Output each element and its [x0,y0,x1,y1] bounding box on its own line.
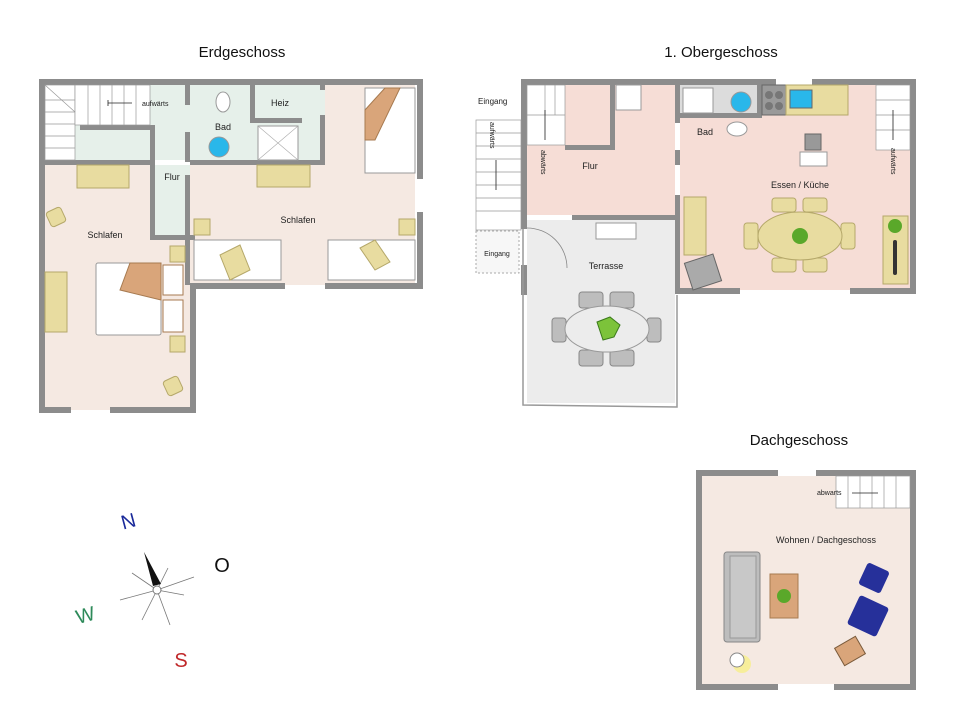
floor-lamp-icon [729,652,745,668]
entrance-door[interactable] [526,227,568,269]
bench [595,222,637,240]
plant-icon [777,589,791,603]
stairs-first-left [526,84,566,146]
compass-rose: N O S W [74,509,230,672]
stairs-outside [475,119,522,231]
cabinet [615,84,642,111]
compass-south: S [174,650,187,672]
bed-blanket [119,262,162,301]
dining-kitchen-label: Essen / Küche [771,180,829,190]
armchair [45,206,67,228]
armchair-blue [859,563,889,593]
wardrobe-left [44,271,68,333]
nightstand [169,245,186,263]
shower-icon [682,87,714,114]
kitchen-sink-icon [789,89,813,109]
washbasin-icon [730,91,752,113]
bedroom-left-label: Schlafen [87,230,122,240]
washbasin-icon [208,136,230,158]
stove-icon [761,84,787,116]
dresser-left [76,164,130,189]
plant-icon [792,228,808,244]
ground-floor-title: Erdgeschoss [199,44,286,61]
stairs-down-label: abwärts [539,150,546,175]
first-floor-title: 1. Obergeschoss [664,44,777,61]
compass-north: N [119,509,139,534]
stairs-attic [835,475,911,509]
attic-living-label: Wohnen / Dachgeschoss [776,535,876,545]
attic-floor-plan: Dachgeschoss abwarts Wohnen / Dachgescho… [696,432,916,690]
sideboard [683,196,707,256]
first-hall-label: Flur [582,161,598,171]
entrance-landing [475,230,520,274]
plant-icon [888,219,902,233]
armchair-grey [683,253,723,291]
tv-icon [893,240,897,275]
attic-stairs-label: abwarts [817,490,842,497]
bar-stool [804,133,822,151]
ground-hall-label: Flur [164,172,180,182]
terrace-label: Terrasse [589,261,624,271]
compass-west: W [74,603,98,629]
terrace-border [522,229,678,408]
stairs-outside-label: aufwärts [488,122,495,149]
compass-east: O [214,555,230,577]
north-needle-icon [144,552,161,586]
attic-title: Dachgeschoss [750,432,848,449]
armchair [162,375,184,397]
toilet-icon [726,121,748,137]
hall-floor [150,165,190,240]
dining-chairs [743,197,856,273]
first-bath-label: Bad [697,127,713,137]
dresser-right [256,164,311,188]
ground-stairs-label: aufwärts [142,101,169,108]
bedroom-right-label: Schlafen [280,215,315,225]
kitchen-island [799,151,828,167]
stairs-up-label: aufwärts [889,148,896,175]
footstool [833,635,867,667]
heating-room-label: Heiz [271,98,290,108]
armchair-blue [847,595,889,637]
terrace-chairs [551,291,662,367]
stairs-ground [44,84,151,161]
ground-bath-label: Bad [215,122,231,132]
coffee-table [769,573,799,619]
nightstand [169,335,186,353]
toilet-icon [215,91,231,113]
ground-floor-plan: Erdgeschoss [39,44,423,413]
entrance-label-top: Eingang [478,97,507,106]
plant-icon [596,316,621,341]
entrance-label-side: Eingang [484,251,510,258]
first-floor-plan: 1. Obergeschoss abwärts [475,44,916,408]
